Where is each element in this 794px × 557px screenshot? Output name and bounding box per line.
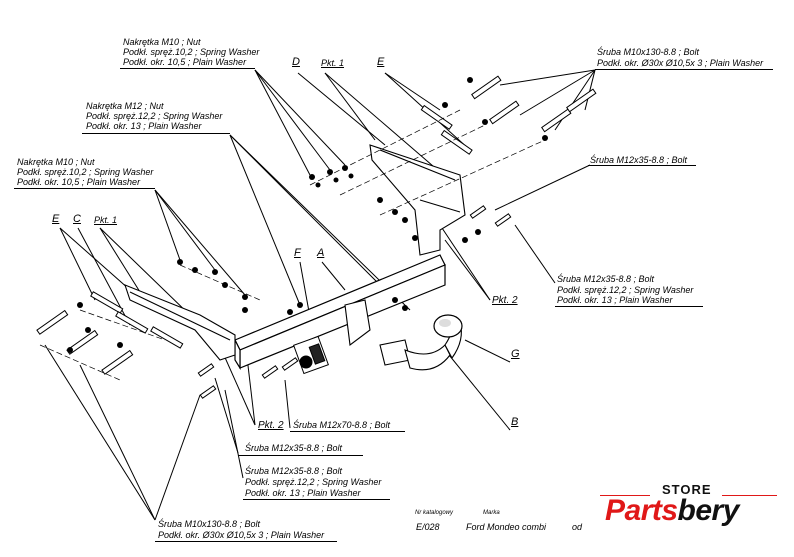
axis-lines	[39, 109, 546, 381]
letter-d: D	[292, 56, 300, 68]
logo-store-text: STORE	[662, 482, 712, 497]
catalog-number: E/028	[416, 522, 440, 532]
label-plain-washer-right: Podkł. okr. 13 ; Plain Washer	[557, 295, 673, 305]
underline	[290, 431, 405, 432]
logo-bery: bery	[677, 494, 740, 527]
label-washer-30-top: Podkł. okr. Ø30x Ø10,5x 3 ; Plain Washer	[597, 58, 764, 68]
label-bolt-m12x35-bottom2: Śruba M12x35-8.8 ; Bolt	[245, 466, 343, 476]
underline	[82, 133, 230, 134]
underline	[120, 68, 255, 69]
catalog-caption: Nr katalogowy	[415, 510, 454, 516]
label-spring-washer-left: Podkł. spręż.10,2 ; Spring Washer	[17, 167, 154, 177]
model-from: od	[572, 522, 583, 532]
letter-pkt1-top: Pkt. 1	[321, 58, 345, 68]
right-bracket	[369, 144, 466, 256]
vehicle-model: Ford Mondeo combi	[466, 522, 547, 532]
label-bolt-m12x35-right1: Śruba M12x35-8.8 ; Bolt	[590, 155, 688, 165]
underline	[588, 165, 696, 166]
bolts-top-right	[420, 75, 597, 155]
letter-a: A	[317, 247, 325, 259]
brand-caption: Marka	[483, 510, 500, 516]
label-spring-washer-top: Podkł. spręż.10,2 ; Spring Washer	[123, 47, 260, 57]
label-spring-washer-bottom: Podkł. spręż.12,2 ; Spring Washer	[245, 477, 382, 487]
letter-e-top: E	[377, 56, 385, 68]
label-nut-m10-left: Nakrętka M10 ; Nut	[17, 157, 95, 167]
underline	[14, 188, 155, 189]
label-bolt-m12x70: Śruba M12x70-8.8 ; Bolt	[293, 420, 391, 430]
underline	[238, 455, 363, 456]
label-plain-washer-mid: Podkł. okr. 13 ; Plain Washer	[86, 121, 202, 131]
letter-c: C	[73, 213, 81, 225]
towball-neck	[344, 299, 462, 371]
underline	[555, 306, 703, 307]
left-bracket	[124, 284, 236, 361]
letter-pkt2-bottom: Pkt. 2	[258, 420, 284, 431]
label-plain-washer-bottom: Podkł. okr. 13 ; Plain Washer	[245, 488, 361, 498]
underline	[155, 541, 337, 542]
label-plain-washer-top: Podkł. okr. 10,5 ; Plain Washer	[123, 57, 247, 67]
letter-f: F	[294, 247, 301, 259]
label-bolt-m10x130-top: Śruba M10x130-8.8 ; Bolt	[597, 47, 700, 57]
label-bolt-m12x35-right2: Śruba M12x35-8.8 ; Bolt	[557, 274, 655, 284]
label-bolt-m12x35-bottom1: Śruba M12x35-8.8 ; Bolt	[245, 443, 343, 453]
socket-plate	[293, 335, 329, 375]
label-nut-m10-top: Nakrętka M10 ; Nut	[123, 37, 201, 47]
label-spring-washer-right: Podkł. spręż.12,2 ; Spring Washer	[557, 285, 694, 295]
small-bolts	[197, 205, 512, 399]
towball	[433, 314, 463, 338]
logo-parts: Parts	[605, 494, 678, 527]
logo-rule-left	[600, 495, 650, 496]
crossbar	[234, 254, 446, 371]
label-spring-washer-mid: Podkł. spręż.12,2 ; Spring Washer	[86, 111, 223, 121]
underline	[243, 499, 390, 500]
logo-rule-right	[722, 495, 777, 496]
bolts-bottom-left	[36, 291, 184, 375]
underline	[595, 69, 773, 70]
label-washer-30-bottom: Podkł. okr. Ø30x Ø10,5x 3 ; Plain Washer	[158, 530, 325, 540]
partsbery-logo: STORE Partsbery	[600, 480, 780, 540]
logo-wordmark: Partsbery	[605, 494, 739, 528]
letter-pkt1-left: Pkt. 1	[94, 215, 118, 225]
letter-b: B	[511, 416, 519, 428]
label-plain-washer-left: Podkł. okr. 10,5 ; Plain Washer	[17, 177, 141, 187]
letter-g: G	[511, 348, 520, 360]
label-nut-m12: Nakrętka M12 ; Nut	[86, 101, 164, 111]
nuts-washers	[67, 77, 548, 353]
letter-e-left: E	[52, 213, 60, 225]
letter-pkt2-right: Pkt. 2	[492, 295, 518, 306]
label-bolt-m10x130-bottom: Śruba M10x130-8.8 ; Bolt	[158, 519, 261, 529]
